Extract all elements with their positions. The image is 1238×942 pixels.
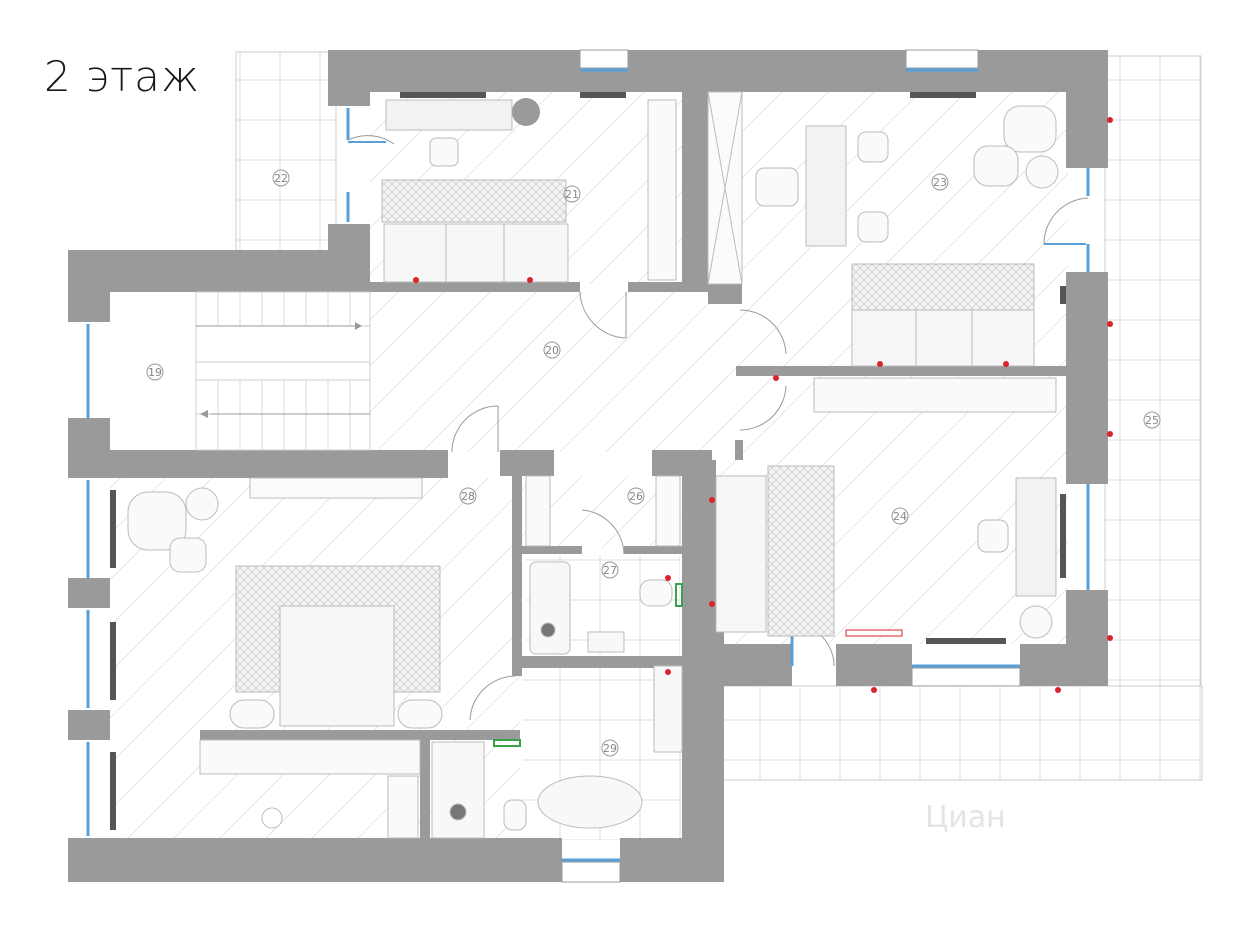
terrace-25 [1104,55,1202,781]
room-label-21: 21 [565,188,579,201]
electrical-sockets [413,117,1113,693]
room-label-20: 20 [545,344,559,357]
room-label-24: 24 [893,510,907,523]
room-label-27: 27 [603,564,617,577]
room-label-26: 26 [629,490,643,503]
furniture-room-24 [715,465,1057,639]
stair-steps [217,292,351,450]
stair-arrow-up-head [355,322,362,330]
stair-arrow-down-head [200,410,208,418]
room-label-29: 29 [603,742,617,755]
terrace-25-bottom [721,685,1203,781]
furniture-room-23 [707,91,1059,413]
furniture-bathrooms [431,475,683,839]
furniture-room-28 [127,477,443,839]
room-label-28: 28 [461,490,475,503]
room-label-23: 23 [933,176,947,189]
radiators [110,92,1066,830]
room-label-22: 22 [274,172,288,185]
room-label-25: 25 [1145,414,1159,427]
terrace-22 [235,51,337,253]
window-openings [561,49,1021,883]
room-labels: 19 20 21 22 23 24 25 26 27 28 29 [146,169,1161,757]
door-handles [348,141,1086,245]
watermark-logo: Циан [925,800,1006,835]
furniture-room-21 [381,98,677,283]
towel-heaters [493,583,683,747]
floor-title: 2 этаж [44,52,201,101]
staircase [195,291,371,451]
windows [86,68,1090,862]
room-label-19: 19 [148,366,162,379]
